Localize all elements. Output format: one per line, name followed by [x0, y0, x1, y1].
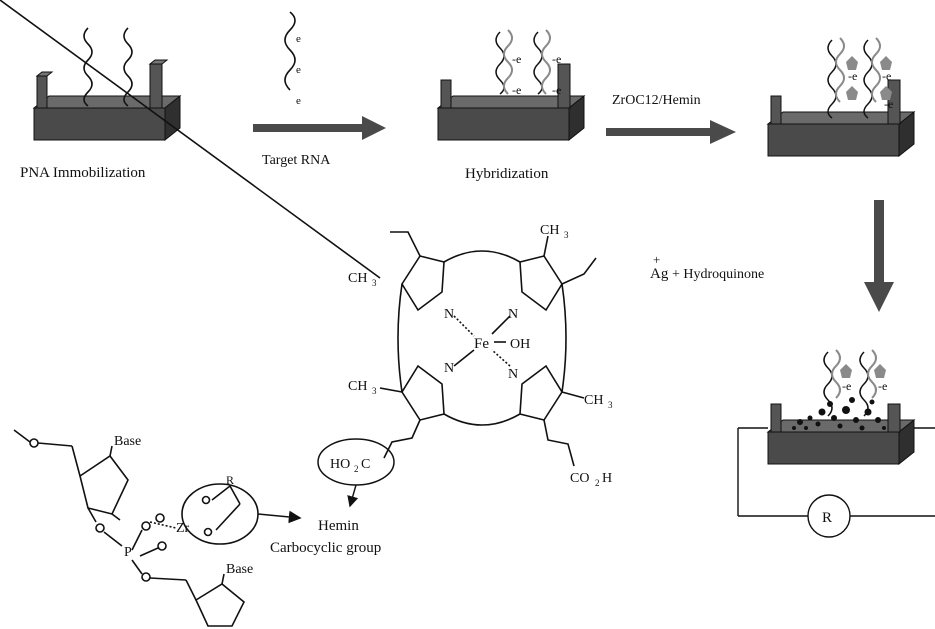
backbone-zr: Zr: [176, 521, 190, 536]
hemin-n: N: [508, 367, 518, 382]
neg-e-label: -e: [842, 379, 851, 393]
e-label: e: [296, 95, 301, 107]
hemin-oh: OH: [510, 337, 530, 352]
neg-e-label: -e: [884, 97, 893, 111]
hemin-ho2c-sub: 2: [354, 464, 359, 474]
hemin-sub: 3: [564, 230, 569, 240]
backbone-base: Base: [226, 562, 253, 577]
electrode-silver: -e -e: [766, 349, 916, 466]
hemin-structure: [0, 0, 597, 467]
neg-e-label: -e: [882, 69, 891, 83]
hemin-n: N: [508, 307, 518, 322]
hemin-sub: 3: [608, 400, 613, 410]
step-label-target: Target RNA: [262, 153, 331, 168]
callout-line2: Carbocyclic group: [270, 540, 381, 556]
neg-e-label: -e: [878, 379, 887, 393]
step-label-reagent: ZrOC12/Hemin: [612, 93, 701, 108]
resistor: [807, 494, 851, 538]
callout-line1: Hemin: [318, 518, 359, 534]
resistor-label: R: [822, 510, 832, 526]
hemin-ch3: CH: [348, 271, 367, 286]
hemin-sub: 3: [372, 278, 377, 288]
electrode-pna: [32, 27, 182, 142]
arrow-reagent: [606, 120, 736, 144]
hemin-co2h-b: H: [602, 471, 612, 486]
e-label: e: [296, 33, 301, 45]
neg-e-label: -e: [552, 52, 561, 66]
neg-e-label: -e: [512, 52, 521, 66]
hemin-ch3: CH: [584, 393, 603, 408]
backbone: [13, 429, 302, 627]
silver-charge: +: [653, 252, 660, 267]
electrode-hemin: -e -e -e: [766, 37, 916, 158]
silver-reagent: + Hydroquinone: [672, 267, 764, 282]
hemin-n: N: [444, 307, 454, 322]
neg-e-label: -e: [512, 83, 521, 97]
circuit: [737, 427, 935, 538]
hemin-n: N: [444, 361, 454, 376]
hemin-ho2c-a: HO: [330, 457, 350, 472]
arrow-down: [864, 200, 894, 312]
hemin-ch3: CH: [540, 223, 559, 238]
backbone-p: P: [124, 545, 132, 560]
hemin-ch3: CH: [348, 379, 367, 394]
step-label-hybridization: Hybridization: [465, 166, 549, 182]
hemin-fe: Fe: [474, 336, 489, 352]
pna-strand: [83, 27, 93, 107]
hemin-sub: 3: [372, 386, 377, 396]
backbone-base: Base: [114, 434, 141, 449]
step-label-immobilization: PNA Immobilization: [20, 165, 146, 181]
hemin-co2h-a: CO: [570, 471, 589, 486]
silver-particles: [792, 397, 886, 431]
callout-arrow: [347, 484, 359, 508]
hemin-co2h-sub: 2: [595, 478, 600, 488]
e-label: e: [296, 64, 301, 76]
silver-ion: Ag: [650, 266, 669, 282]
arrow-target: [253, 116, 386, 140]
hemin-ho2c-b: C: [361, 457, 370, 472]
target-rna: e e e: [284, 11, 301, 107]
neg-e-label: -e: [848, 69, 857, 83]
neg-e-label: -e: [552, 83, 561, 97]
electrode-hybrid: -e -e -e -e: [436, 29, 586, 142]
backbone-r: R: [226, 473, 234, 487]
